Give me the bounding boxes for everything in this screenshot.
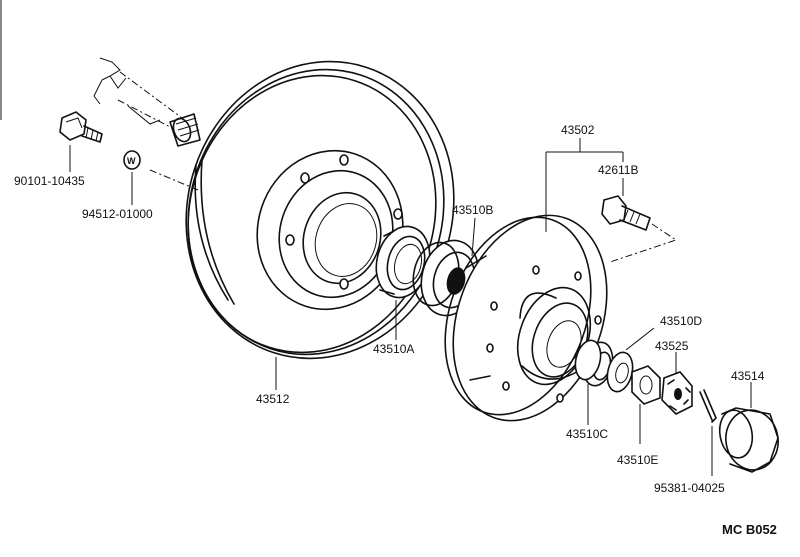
label-43510E: 43510E bbox=[617, 453, 658, 467]
label-42611B: 42611B bbox=[598, 163, 638, 177]
label-43514: 43514 bbox=[731, 369, 765, 383]
label-94512-01000: 94512-01000 bbox=[82, 207, 153, 221]
label-43510A: 43510A bbox=[373, 342, 414, 356]
bearing-43510A bbox=[375, 225, 431, 299]
bolt-90101 bbox=[59, 111, 103, 143]
label-90101-10435: 90101-10435 bbox=[14, 174, 85, 188]
lock-nut-43525 bbox=[661, 371, 693, 415]
cotter-pin bbox=[699, 389, 717, 423]
leader-43510D bbox=[625, 327, 655, 351]
leader-43510B bbox=[471, 217, 476, 257]
grease-cap bbox=[718, 407, 779, 473]
nut-43510E bbox=[631, 365, 661, 405]
washer-dash-line bbox=[149, 169, 199, 191]
label-95381-04025: 95381-04025 bbox=[654, 481, 725, 495]
washer-mark: W bbox=[127, 156, 136, 166]
wheel-hub bbox=[444, 214, 608, 422]
washer-94512: W bbox=[123, 150, 141, 170]
brake-disc bbox=[185, 60, 455, 360]
label-43510C: 43510C bbox=[566, 427, 608, 441]
label-43512: 43512 bbox=[256, 392, 290, 406]
label-43502: 43502 bbox=[561, 123, 595, 137]
drawing-code: MC B052 bbox=[722, 522, 777, 537]
bracket-43502 bbox=[545, 138, 624, 232]
hub-bolt-42611B bbox=[601, 195, 678, 263]
hub-bolt-top-left bbox=[93, 57, 201, 147]
label-43510D: 43510D bbox=[660, 314, 702, 328]
label-43510B: 43510B bbox=[452, 203, 493, 217]
label-43525: 43525 bbox=[655, 339, 689, 353]
